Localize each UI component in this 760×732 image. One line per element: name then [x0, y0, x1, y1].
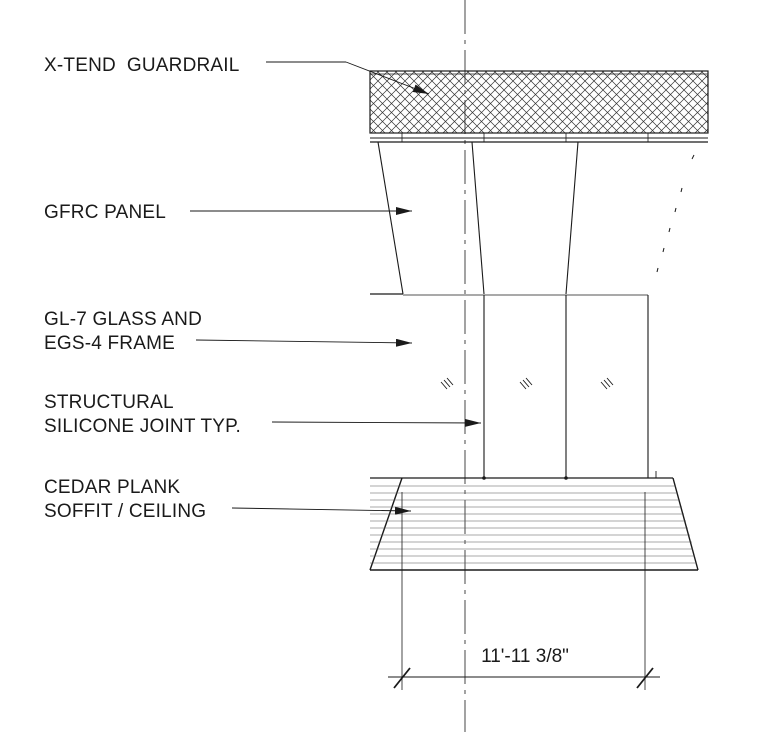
glass-reflection-mark [519, 377, 533, 390]
glass-reflection-mark [440, 377, 454, 390]
silicone-label-line2: SILICONE JOINT TYP. [44, 416, 241, 437]
glass-reflection-mark [600, 377, 614, 390]
dimension-line [388, 492, 660, 690]
glass-label-line1: GL-7 GLASS AND [44, 309, 202, 330]
glass-frame-element [440, 295, 657, 480]
guardrail-leader-arrow [345, 61, 430, 95]
dimension-text: 11'-11 3/8" [481, 646, 569, 667]
guardrail-element [369, 70, 709, 143]
guardrail-label: X-TEND GUARDRAIL [44, 55, 240, 76]
cedar-label-line2: SOFFIT / CEILING [44, 501, 206, 522]
gfrc-panel-label: GFRC PANEL [44, 202, 166, 223]
glass-leader [195, 338, 413, 347]
silicone-label-line1: STRUCTURAL [44, 392, 174, 413]
glass-label-line2: EGS-4 FRAME [44, 333, 175, 354]
cedar-label-line1: CEDAR PLANK [44, 477, 180, 498]
cedar-soffit-element [369, 477, 699, 571]
gfrc-panel-element [370, 141, 695, 296]
silicone-leader [271, 418, 482, 427]
cedar-leader [231, 506, 412, 515]
